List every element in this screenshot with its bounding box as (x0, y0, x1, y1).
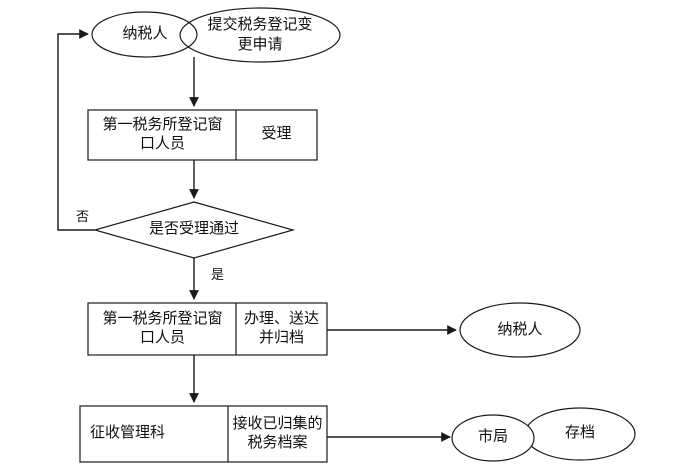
edge-label-yes: 是 (211, 267, 225, 282)
node-submit-application (179, 7, 341, 63)
node-city-bureau (451, 414, 535, 462)
node-start-taxpayer (91, 11, 198, 58)
node-office-window-staff-1 (87, 109, 318, 161)
node-office-window-staff-2 (87, 302, 328, 356)
edge-label-no: 否 (76, 209, 90, 224)
node-decision-accept (92, 201, 296, 259)
node-archive (524, 407, 636, 461)
node-collection-admin-dept (79, 405, 328, 463)
edge-decision-no-to-start (57, 29, 95, 231)
node-taxpayer-result (459, 302, 581, 358)
